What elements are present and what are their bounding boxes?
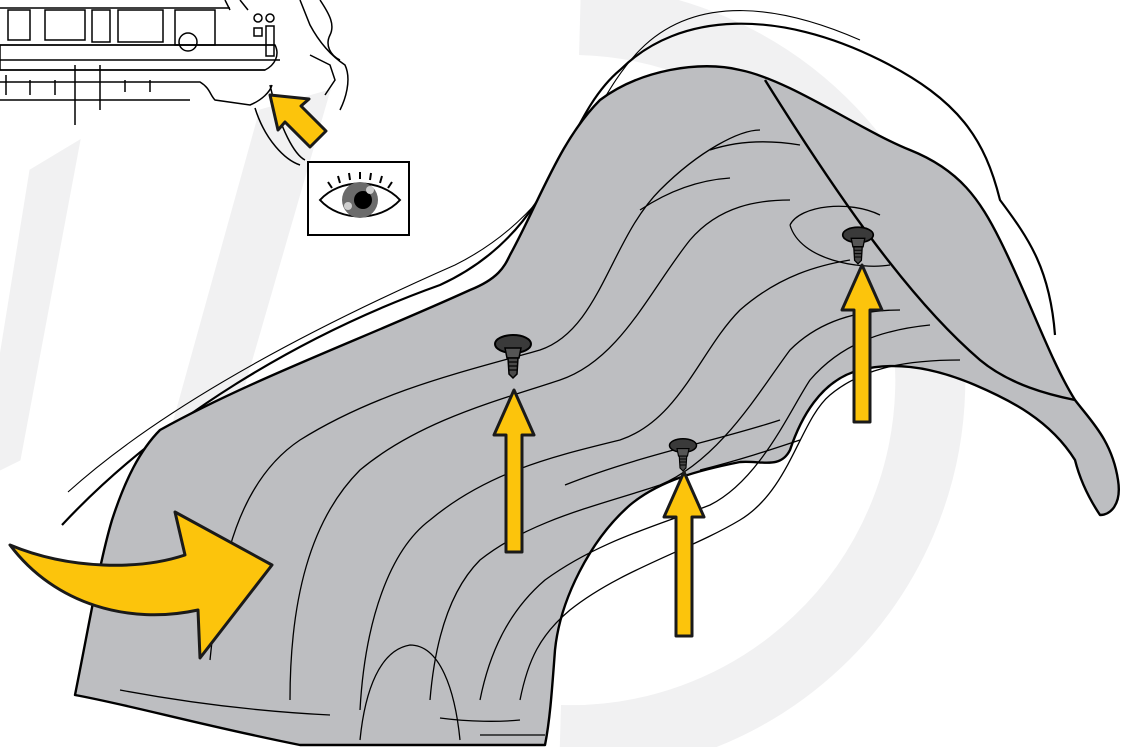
view-direction-indicator: [308, 162, 409, 235]
